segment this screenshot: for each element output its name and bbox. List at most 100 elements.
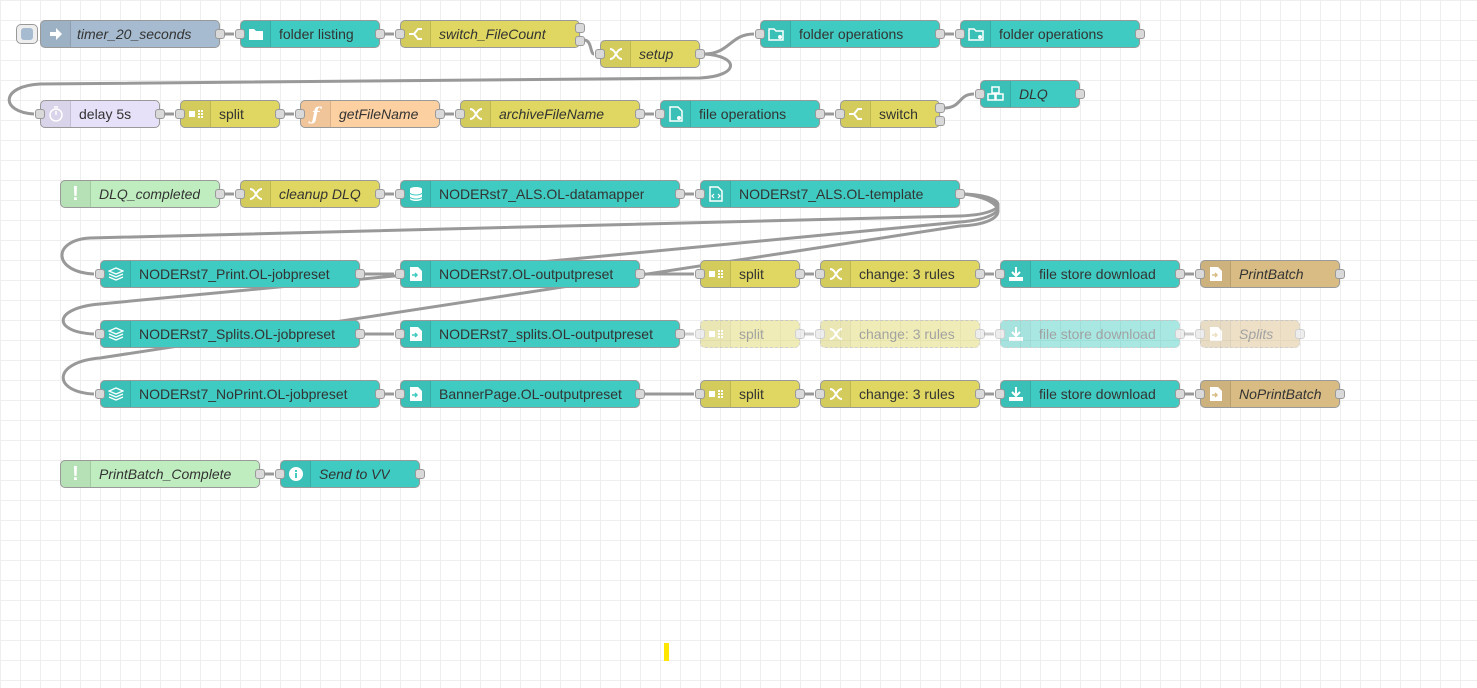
split-node-4[interactable]: split [695,380,805,408]
input-port[interactable] [595,49,605,59]
output-port[interactable] [975,269,985,279]
output-port[interactable] [1135,29,1145,39]
input-port[interactable] [1195,269,1205,279]
output-port[interactable] [635,389,645,399]
cleanup-dlq-node[interactable]: cleanup DLQ [235,180,385,208]
output-port[interactable] [215,29,225,39]
input-port[interactable] [755,29,765,39]
delay-node[interactable]: delay 5s [35,100,165,128]
input-port[interactable] [235,29,245,39]
input-port[interactable] [1195,329,1205,339]
split-node-3[interactable]: split [695,320,805,348]
output-port[interactable] [955,189,965,199]
template-node[interactable]: NODERst7_ALS.OL-template [695,180,965,208]
output-port[interactable] [1335,389,1345,399]
output-port[interactable] [375,389,385,399]
input-port[interactable] [275,469,285,479]
output-port-1[interactable] [575,23,585,33]
output-port[interactable] [675,329,685,339]
datamapper-node[interactable]: NODERst7_ALS.OL-datamapper [395,180,685,208]
file-operations-node[interactable]: file operations [655,100,825,128]
input-port[interactable] [35,109,45,119]
input-port[interactable] [995,389,1005,399]
output-port-2[interactable] [575,36,585,46]
output-port[interactable] [1075,89,1085,99]
input-port[interactable] [955,29,965,39]
input-port[interactable] [655,109,665,119]
noprint-jobpreset-node[interactable]: NODERst7_NoPrint.OL-jobpreset [95,380,385,408]
output-port[interactable] [355,269,365,279]
printbatch-complete-node[interactable]: ! PrintBatch_Complete [60,460,265,488]
output-port[interactable] [935,29,945,39]
input-port[interactable] [95,329,105,339]
folder-listing-node[interactable]: folder listing [235,20,385,48]
inject-trigger-button[interactable] [16,24,38,44]
output-port[interactable] [635,109,645,119]
output-port[interactable] [215,189,225,199]
input-port[interactable] [975,89,985,99]
change-node-3[interactable]: change: 3 rules [815,380,985,408]
output-port[interactable] [375,29,385,39]
output-port[interactable] [255,469,265,479]
output-port[interactable] [695,49,705,59]
split-node-1[interactable]: split [175,100,285,128]
input-port[interactable] [695,189,705,199]
input-port[interactable] [395,389,405,399]
output-port[interactable] [975,329,985,339]
input-port[interactable] [235,189,245,199]
output-port[interactable] [435,109,445,119]
change-node-1[interactable]: change: 3 rules [815,260,985,288]
output-port[interactable] [1175,389,1185,399]
output-port-1[interactable] [935,103,945,113]
output-port[interactable] [1335,269,1345,279]
archivefilename-change-node[interactable]: archiveFileName [455,100,645,128]
change-node-2[interactable]: change: 3 rules [815,320,985,348]
noprintbatch-node[interactable]: NoPrintBatch [1195,380,1345,408]
input-port[interactable] [995,329,1005,339]
input-port[interactable] [95,389,105,399]
output-port[interactable] [415,469,425,479]
printbatch-node[interactable]: PrintBatch [1195,260,1345,288]
print-outputpreset-node[interactable]: NODERst7.OL-outputpreset [395,260,645,288]
folder-operations-node-1[interactable]: folder operations [755,20,945,48]
setup-change-node[interactable]: setup [595,40,705,68]
output-port[interactable] [975,389,985,399]
input-port[interactable] [1195,389,1205,399]
input-port[interactable] [815,269,825,279]
bannerpage-outputpreset-node[interactable]: BannerPage.OL-outputpreset [395,380,645,408]
send-to-vv-node[interactable]: Send to VV [275,460,425,488]
dlq-completed-node[interactable]: ! DLQ_completed [60,180,225,208]
output-port[interactable] [675,189,685,199]
output-port[interactable] [355,329,365,339]
output-port[interactable] [155,109,165,119]
input-port[interactable] [455,109,465,119]
dlq-node[interactable]: DLQ [975,80,1085,108]
input-port[interactable] [815,329,825,339]
input-port[interactable] [815,389,825,399]
output-port[interactable] [375,189,385,199]
input-port[interactable] [395,189,405,199]
print-jobpreset-node[interactable]: NODERst7_Print.OL-jobpreset [95,260,365,288]
file-store-download-node-2[interactable]: file store download [995,320,1185,348]
input-port[interactable] [695,329,705,339]
input-port[interactable] [295,109,305,119]
switch-node[interactable]: switch [835,100,945,128]
output-port[interactable] [795,269,805,279]
splits-node[interactable]: Splits [1195,320,1305,348]
splits-outputpreset-node[interactable]: NODERst7_splits.OL-outputpreset [395,320,685,348]
output-port[interactable] [1295,329,1305,339]
file-store-download-node-1[interactable]: file store download [995,260,1185,288]
split-node-2[interactable]: split [695,260,805,288]
output-port[interactable] [815,109,825,119]
input-port[interactable] [175,109,185,119]
output-port[interactable] [1175,269,1185,279]
getfilename-function-node[interactable]: ƒ getFileName [295,100,445,128]
output-port[interactable] [1175,329,1185,339]
splits-jobpreset-node[interactable]: NODERst7_Splits.OL-jobpreset [95,320,365,348]
output-port[interactable] [275,109,285,119]
output-port-2[interactable] [935,116,945,126]
input-port[interactable] [395,29,405,39]
input-port[interactable] [395,329,405,339]
timer-inject-node[interactable]: timer_20_seconds [16,20,225,48]
